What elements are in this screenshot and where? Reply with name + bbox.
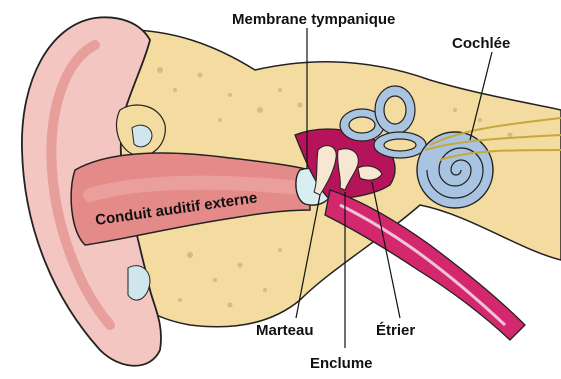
label-stirrup: Étrier — [376, 322, 415, 339]
pinna-gap — [132, 125, 152, 147]
label-hammer: Marteau — [256, 322, 314, 339]
label-cochlea: Cochlée — [452, 35, 510, 52]
label-anvil: Enclume — [310, 355, 373, 372]
label-eardrum: Membrane tympanique — [232, 11, 395, 28]
